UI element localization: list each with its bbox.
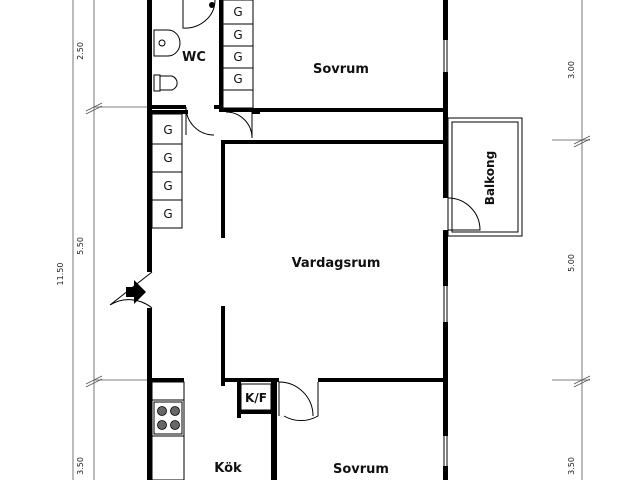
dim-left-top: 2.50 — [76, 42, 85, 60]
wardrobe-label: G — [163, 151, 172, 165]
wardrobe-label: G — [163, 179, 172, 193]
room-label-kok: Kök — [214, 461, 242, 476]
wardrobe-label: G — [233, 72, 242, 86]
sink-icon — [153, 29, 181, 57]
shower-icon — [182, 0, 216, 29]
wardrobe-column-upper — [222, 0, 254, 109]
room-label-kf: K/F — [245, 391, 267, 405]
wardrobe-label: G — [163, 123, 172, 137]
dim-right-middle: 5.00 — [567, 254, 576, 272]
windows — [147, 40, 448, 480]
dim-right-bottom: 3.50 — [567, 457, 576, 475]
balcony — [447, 117, 523, 237]
dim-right-top: 3.00 — [567, 61, 576, 79]
dimension-lines-right — [552, 0, 591, 480]
walls — [147, 0, 448, 480]
stove-icon — [153, 401, 183, 435]
wardrobe-label: G — [163, 207, 172, 221]
wardrobe-label: G — [233, 5, 242, 19]
dim-left-total: 11.50 — [56, 263, 65, 286]
dim-left-middle: 5.50 — [76, 237, 85, 255]
wardrobe-label: G — [233, 50, 242, 64]
kf-box — [240, 383, 272, 411]
entrance-arrow-icon — [126, 280, 146, 304]
wardrobe-column-hall — [151, 113, 183, 229]
kitchen-counter — [151, 381, 185, 480]
wardrobe-label: G — [233, 28, 242, 42]
dim-left-bottom: 3.50 — [76, 457, 85, 475]
toilet-icon — [153, 74, 178, 92]
room-label-balkong: Balkong — [483, 151, 497, 205]
room-label-sovrum-bottom: Sovrum — [333, 462, 389, 477]
dimension-lines-left — [72, 0, 150, 480]
doors — [109, 106, 481, 422]
room-label-wc: WC — [182, 50, 206, 65]
room-label-vardagsrum: Vardagsrum — [292, 256, 381, 271]
room-label-sovrum-top: Sovrum — [313, 62, 369, 77]
